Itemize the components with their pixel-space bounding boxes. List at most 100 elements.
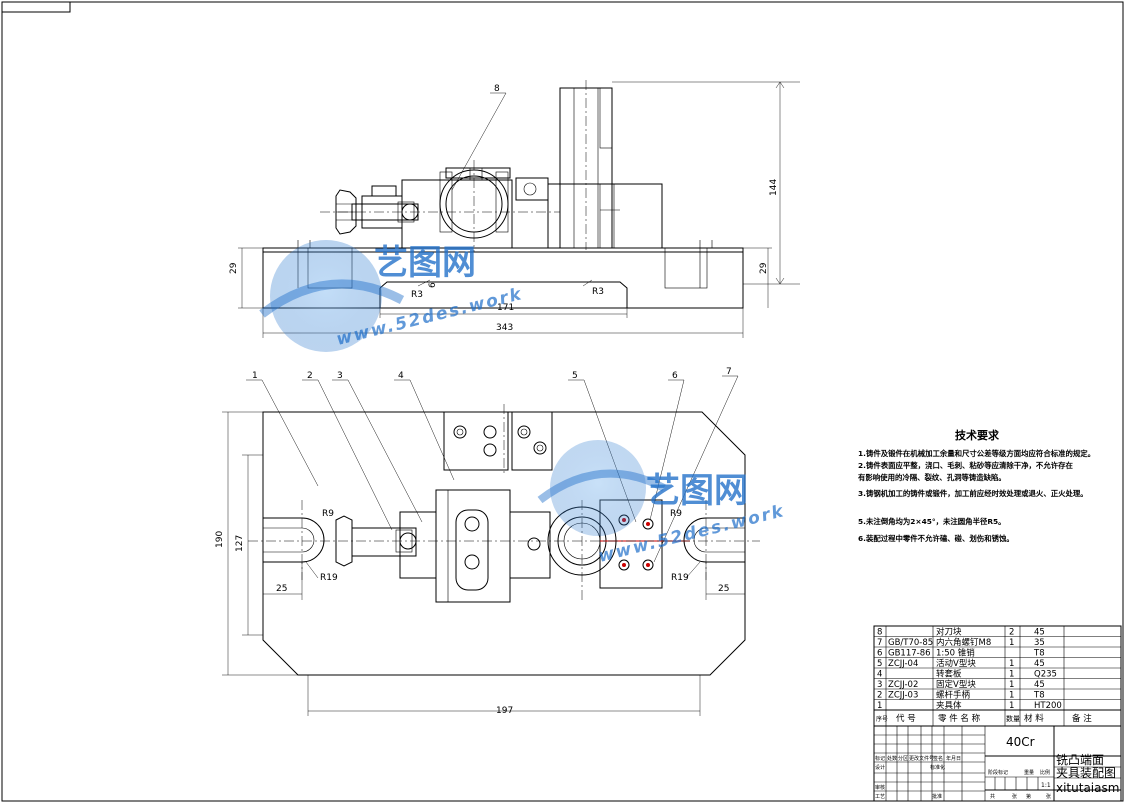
dim-29-left: 29 [229,262,239,274]
parts-row-1-name: 对刀块 [936,627,962,638]
parts-row-5-qty: 1 [1009,670,1014,680]
tech-req-line-4: 3.铸钢机加工的铸件或锻件，加工前应经时效处理或退火、正火处理。 [858,489,1088,498]
tech-req-line-6: 6.装配过程中零件不允许磕、碰、划伤和锈蚀。 [858,534,1014,543]
watermark-brand-left: 艺图网 [374,243,476,283]
parts-row-6-qty: 1 [1009,680,1014,690]
drawing-title-line1: 铣凸端面 [1056,753,1104,767]
sign-label-design: 设计 [875,764,885,771]
watermark-right: 艺图网 www.52des.work [537,440,787,567]
parts-row-3-code: GB117-86 [888,649,931,659]
sign-label-process: 工艺 [875,794,885,800]
dim-343: 343 [496,323,513,333]
parts-row-7-no: 2 [877,691,882,701]
parts-row-4-material: 45 [1034,659,1045,669]
header-qty: 数量 [1006,714,1020,723]
header-material: 材 料 [1024,713,1044,724]
drawing-code: xitutaiasm [1056,781,1119,795]
globe-logo-left [259,240,405,352]
sheet-label-total: 共 [990,793,995,800]
parts-row-8-material: HT200 [1034,701,1062,711]
sheet-label-no: 第 [1026,793,1031,800]
dim-6: 6 [428,282,438,288]
tech-req-line-5: 5.未注倒角均为2×45°，未注圆角半径R5。 [858,517,1006,526]
row-label-count: 处数 [887,755,897,762]
parts-row-5-material: Q235 [1034,670,1057,680]
parts-row-4-name: 活动V型块 [936,658,976,669]
parts-row-6-name: 固定V型块 [936,679,976,690]
top-dimensions: 190 127 25 25 R9 R9 R19 R19 197 [215,411,746,716]
parts-row-6-material: 45 [1034,680,1045,690]
parts-row-7-code: ZCJJ-03 [888,691,918,701]
dim-r19-right: R19 [671,573,689,583]
parts-row-1-material: 45 [1034,628,1045,638]
drawing-title-line2: 夹具装配图 [1056,766,1116,780]
part-callouts: 1 2 3 4 5 6 7 8 [246,84,739,563]
parts-row-2-code: GB/T70-85 [888,638,933,648]
stage-label-mark: 阶段标记 [988,769,1008,776]
dim-197: 197 [496,706,513,716]
parts-row-4-qty: 1 [1009,659,1014,669]
dim-127: 127 [235,535,245,552]
parts-row-3-name: 1:50 锥销 [936,648,975,659]
parts-row-6-code: ZCJJ-02 [888,680,918,690]
title-block [873,725,1122,802]
dim-29-right: 29 [759,262,769,274]
front-dimensions: 144 29 29 6 R3 R3 171 343 [229,81,800,338]
balloon-1: 1 [252,371,258,381]
balloon-5: 5 [572,371,578,381]
balloon-3: 3 [337,371,343,381]
row-label-date: 年月日 [946,755,961,762]
parts-list [873,625,1122,727]
parts-row-8-no: 1 [877,701,882,711]
stage-label-scale: 比例 [1040,769,1050,776]
parts-row-8-qty: 1 [1009,701,1014,711]
mid-label-approve: 批准 [932,793,942,800]
tech-req-line-3: 有影响使用的冷隔、裂纹、孔洞等铸造缺陷。 [858,473,1006,482]
balloon-6: 6 [672,371,678,381]
parts-row-6-no: 3 [877,680,882,690]
material-value: 40Cr [1006,735,1035,749]
parts-row-5-name: 转套板 [936,669,962,680]
parts-row-4-no: 5 [877,659,882,669]
globe-logo-right [537,440,666,536]
mid-label-standard: 标准化 [930,764,945,771]
dim-171: 171 [497,303,514,313]
parts-row-1-qty: 2 [1009,628,1014,638]
balloon-2: 2 [307,371,313,381]
dim-144: 144 [769,179,779,196]
row-label-signature: 签名 [933,755,943,762]
technical-requirements: 技术要求 1.铸件及锻件在机械加工余量和尺寸公差等级方面均应符合标准的规定。 2… [858,428,1095,543]
row-label-mark: 标记 [875,755,885,762]
dim-r3-right: R3 [592,287,604,297]
parts-row-7-material: T8 [1033,691,1045,701]
tech-req-line-2: 2.铸件表面应平整，浇口、毛刺、粘砂等应清除干净，不允许存在 [858,461,1073,470]
dim-25-left: 25 [276,584,287,594]
parts-row-8-name: 夹具体 [936,700,962,711]
tech-req-line-1: 1.铸件及锻件在机械加工余量和尺寸公差等级方面均应符合标准的规定。 [858,449,1095,458]
header-remark: 备 注 [1072,713,1092,724]
dim-r19-left: R19 [320,573,338,583]
dim-190: 190 [215,531,225,548]
header-code: 代 号 [896,713,916,724]
dim-r9-right: R9 [670,509,682,519]
parts-row-2-material: 35 [1034,638,1045,648]
sheet-label-sheets-2: 张 [1046,793,1051,800]
row-label-change-no: 更改文件号 [909,755,934,762]
balloon-8: 8 [494,84,500,94]
parts-row-3-material: T8 [1033,649,1045,659]
sign-label-review: 审核 [875,784,885,791]
scale-value: 1:1 [1041,782,1051,789]
parts-row-2-qty: 1 [1009,638,1014,648]
watermark-brand-right: 艺图网 [646,471,748,511]
dim-25-right: 25 [718,584,729,594]
parts-row-7-name: 螺杆手柄 [936,690,971,701]
dim-r3-left: R3 [411,290,423,300]
balloon-4: 4 [398,371,404,381]
parts-row-7-qty: 1 [1009,691,1014,701]
parts-row-4-code: ZCJJ-04 [888,659,918,669]
stage-label-weight: 重量 [1024,769,1034,776]
front-view [262,80,744,309]
